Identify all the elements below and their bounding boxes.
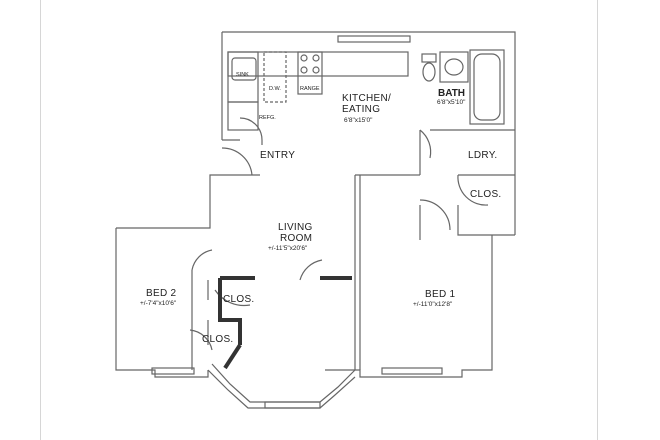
window	[264, 401, 321, 409]
living-room-label-line2: ROOM	[280, 233, 312, 244]
door-swing	[221, 147, 253, 176]
dishwasher	[263, 51, 287, 103]
door-swing	[214, 289, 251, 307]
refrigerator-label: REFG.	[259, 115, 276, 121]
toilet-bowl	[422, 62, 436, 82]
closet-upper-label: CLOS.	[223, 294, 255, 305]
interior-wall	[457, 205, 515, 236]
exterior-wall	[325, 235, 493, 378]
bath-vanity	[439, 51, 469, 83]
closet-wall	[218, 278, 242, 345]
kitchen-label-line2: EATING	[342, 104, 380, 115]
bathtub	[469, 49, 505, 125]
window	[381, 367, 443, 375]
range	[297, 51, 323, 95]
window	[151, 367, 195, 375]
bed1-label: BED 1	[425, 289, 456, 300]
kitchen-dimensions: 6'8"x15'0"	[344, 117, 373, 124]
living-room-dimensions: +/-11'5"x20'6"	[268, 245, 308, 252]
closet-lower-label: CLOS.	[202, 334, 234, 345]
closet-wall	[223, 343, 242, 370]
toilet-tank	[421, 53, 437, 63]
bed2-dimensions: +/-7'4"x10'6"	[140, 300, 177, 307]
range-burner	[312, 66, 320, 74]
page-edge-left	[40, 0, 41, 440]
door-swing	[419, 199, 451, 231]
bath-dimensions: 6'8"x5'10"	[437, 99, 466, 106]
door-swing	[191, 249, 213, 271]
range-label: RANGE	[300, 86, 320, 92]
range-burner	[312, 54, 320, 62]
door-swing	[457, 174, 489, 206]
kitchen-label: KITCHEN/	[342, 93, 391, 104]
range-burner	[300, 66, 308, 74]
bed1-dimensions: +/-11'0"x12'8"	[413, 301, 453, 308]
bath-label: BATH	[438, 88, 465, 99]
range-burner	[300, 54, 308, 62]
exterior-wall	[222, 31, 516, 235]
kitchen-sink	[231, 57, 257, 81]
door-swing	[189, 329, 213, 351]
bed2-label: BED 2	[146, 288, 177, 299]
living-room-label: LIVING	[278, 222, 313, 233]
laundry-label: LDRY.	[468, 150, 497, 161]
exterior-wall	[116, 174, 260, 229]
page-edge-right	[597, 0, 598, 440]
sink-label: SINK	[236, 72, 249, 78]
dishwasher-label: D.W.	[269, 86, 281, 92]
window	[337, 35, 411, 43]
door-swing	[239, 117, 263, 141]
refrigerator	[227, 101, 259, 131]
closet-bed1-label: CLOS.	[470, 189, 502, 200]
bathtub-inner	[473, 53, 501, 121]
bath-basin	[444, 58, 464, 76]
entry-label: ENTRY	[260, 150, 295, 161]
door-swing	[419, 129, 432, 159]
door-swing	[299, 259, 323, 281]
